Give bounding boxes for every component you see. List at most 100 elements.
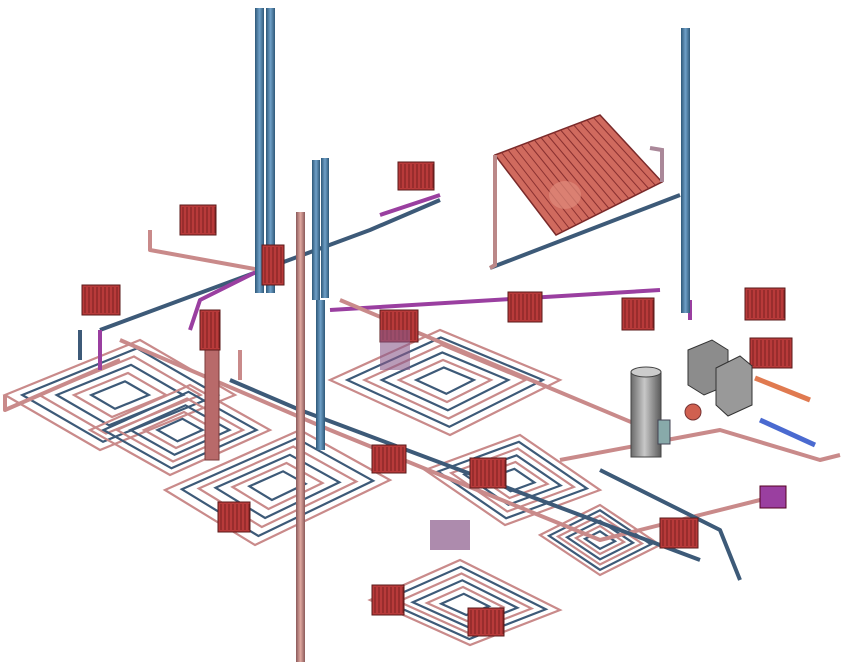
floor-loop-ring xyxy=(361,343,529,420)
floor-loop-ring xyxy=(367,558,563,647)
blue-riser xyxy=(266,8,275,293)
radiator xyxy=(81,284,121,316)
radiator-body xyxy=(469,457,507,489)
radiator xyxy=(261,244,285,286)
collector-tube xyxy=(573,124,636,196)
collector-tube xyxy=(560,129,623,203)
supply-header-pipe xyxy=(754,375,811,403)
underfloor-heating-loops xyxy=(2,328,663,647)
storage-tank-top xyxy=(630,366,662,378)
blue-riser xyxy=(681,28,690,313)
floor-loop-ring xyxy=(448,447,577,513)
radiator-body xyxy=(507,291,543,323)
storage-tank xyxy=(630,371,662,458)
floor-loop-ring xyxy=(128,404,232,457)
floor-manifolds xyxy=(380,330,470,550)
floor-loop-ring xyxy=(2,338,238,452)
radiator xyxy=(467,607,505,637)
floor-loop-ring xyxy=(435,440,590,520)
radiator xyxy=(744,287,786,321)
collector-tube xyxy=(547,134,610,209)
collector-tube xyxy=(527,142,590,219)
floor-loop-ring xyxy=(155,417,205,443)
expansion-vessel xyxy=(684,403,702,421)
radiator xyxy=(397,161,435,191)
radiator-body xyxy=(397,161,435,191)
floor-loop-ring xyxy=(555,514,645,566)
floor-loop-ring xyxy=(573,524,627,556)
collector-tube xyxy=(586,119,650,189)
radiators xyxy=(81,161,793,637)
floor-loop-ring xyxy=(230,461,325,511)
collector-tube xyxy=(579,122,643,193)
boiler-room xyxy=(630,339,817,509)
solar-collector xyxy=(488,114,664,270)
pipe-segment xyxy=(379,193,441,217)
floor-loop-ring xyxy=(247,470,308,502)
pipe-segment xyxy=(188,268,261,331)
collector-tube xyxy=(540,137,603,213)
collector-tube xyxy=(553,132,617,206)
radiator xyxy=(199,309,221,351)
collector-tube xyxy=(593,117,656,186)
floor-loop-ring xyxy=(410,579,521,629)
pipe-segment xyxy=(329,288,661,312)
floor-manifold xyxy=(380,330,410,370)
floor-loop-ring xyxy=(114,397,246,463)
floor-loop-ring xyxy=(379,351,511,412)
floor-loop-ring xyxy=(88,380,152,411)
radiator-body xyxy=(179,204,217,236)
floor-loop-ring xyxy=(438,592,492,617)
boiler-unit-2 xyxy=(715,355,753,417)
buffer-tank-small xyxy=(657,419,671,445)
radiator-body xyxy=(744,287,786,321)
collector-return-pipe xyxy=(649,146,664,182)
pipe-segment xyxy=(599,468,742,581)
floor-loop-ring xyxy=(424,585,506,623)
blue-riser xyxy=(321,158,329,298)
pipe-segment xyxy=(148,230,261,272)
floor-manifold xyxy=(430,520,470,550)
collector-tube xyxy=(501,152,564,232)
pipe-segment xyxy=(559,428,841,462)
collector-tubes xyxy=(501,117,656,232)
floor-loop-ring xyxy=(381,565,549,641)
blue-riser xyxy=(255,8,264,293)
radiator xyxy=(659,517,699,549)
floor-loop-ring xyxy=(395,572,535,635)
radiator-body xyxy=(749,337,793,369)
radiator xyxy=(507,291,543,323)
collector-highlight xyxy=(549,181,581,209)
radiator-body xyxy=(467,607,505,637)
collector-tube xyxy=(514,147,577,226)
radiator xyxy=(621,297,655,331)
collector-feed-pipe xyxy=(488,155,497,270)
floor-loop-ring xyxy=(87,383,273,477)
floor-loop-ring xyxy=(564,519,636,561)
radiator xyxy=(469,457,507,489)
collector-tube xyxy=(520,144,583,223)
floor-loop-ring xyxy=(422,433,603,527)
floor-loop-ring xyxy=(396,358,494,404)
collector-tube xyxy=(566,127,630,199)
manifold-box xyxy=(759,485,787,509)
radiator xyxy=(217,501,251,533)
pipe-segment xyxy=(99,198,441,332)
pipe-segment xyxy=(3,358,121,412)
radiator xyxy=(749,337,793,369)
riser-pipes xyxy=(204,8,690,662)
blue-riser xyxy=(316,300,325,450)
floor-loop-ring xyxy=(344,336,546,429)
floor-loop-ring xyxy=(582,530,618,551)
collector-tube xyxy=(507,149,570,229)
pink-riser xyxy=(296,212,305,662)
pipe-segment xyxy=(489,193,681,270)
blue-riser xyxy=(312,160,320,300)
floor-loop-ring xyxy=(413,366,477,396)
radiator xyxy=(371,584,405,616)
floor-loop-ring xyxy=(71,371,169,419)
floor-loop-ring xyxy=(101,390,259,470)
radiator xyxy=(371,444,407,474)
collector-tube xyxy=(533,139,597,216)
